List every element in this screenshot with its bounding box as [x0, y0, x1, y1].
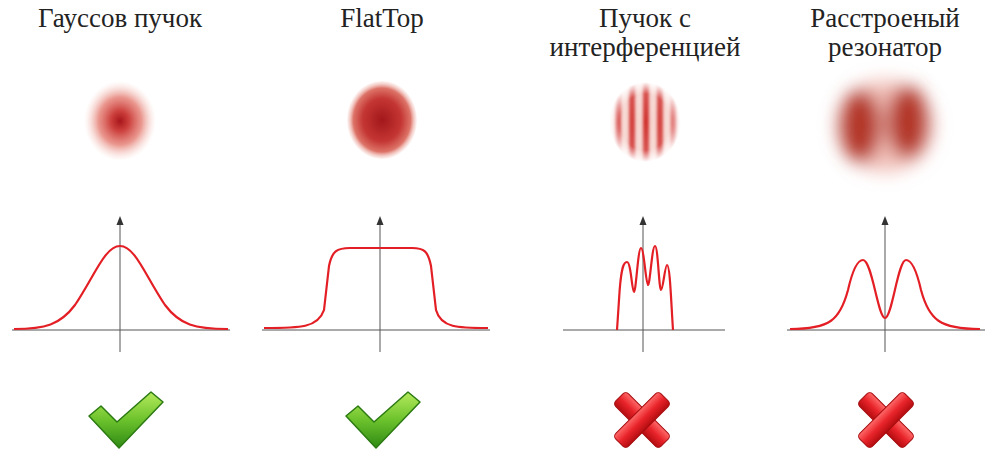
- x-axis: [12, 330, 230, 331]
- column-title: Расстроеный резонатор: [775, 4, 995, 62]
- interference-stripe: [615, 80, 621, 164]
- cross-bar: [857, 391, 915, 449]
- check-shape: [346, 392, 420, 448]
- x-axis: [262, 330, 490, 331]
- gaussian-spot: [84, 81, 156, 161]
- y-axis: [885, 222, 886, 352]
- resonator-lobe: [840, 90, 880, 162]
- resonator-lobe: [888, 86, 928, 158]
- check-mark: [346, 392, 420, 448]
- column-title: Гауссов пучок: [10, 4, 230, 33]
- x-axis: [787, 330, 985, 331]
- axis-arrowhead: [882, 216, 889, 225]
- y-axis: [380, 222, 381, 352]
- column-title: Пучок с интерференцией: [535, 4, 755, 62]
- cross-mark: [857, 391, 915, 449]
- flattop-profile: [264, 248, 488, 328]
- gaussian-profile: [14, 246, 228, 329]
- cross-bar: [857, 391, 915, 449]
- cross-mark: [613, 391, 671, 449]
- resonator-profile: [790, 260, 980, 329]
- resonator-spot: [837, 80, 933, 172]
- interference-stripe: [671, 80, 677, 164]
- cross-bar: [613, 391, 671, 449]
- interference-profile: [617, 246, 673, 330]
- axis-arrowhead: [117, 216, 124, 225]
- y-axis: [120, 222, 121, 352]
- interference-stripe: [643, 80, 649, 164]
- cross-bar: [613, 391, 671, 449]
- resonator-halo: [837, 80, 933, 172]
- interference-spot: [609, 80, 681, 164]
- interference-stripe: [629, 80, 635, 164]
- interference-stripe: [657, 80, 663, 164]
- check-shape: [89, 392, 163, 448]
- check-mark: [89, 392, 163, 448]
- axis-arrowhead: [640, 216, 647, 225]
- flattop-spot: [347, 81, 417, 159]
- column-title: FlatTop: [272, 4, 492, 33]
- y-axis: [643, 222, 644, 352]
- axis-arrowhead: [377, 216, 384, 225]
- x-axis: [563, 330, 725, 331]
